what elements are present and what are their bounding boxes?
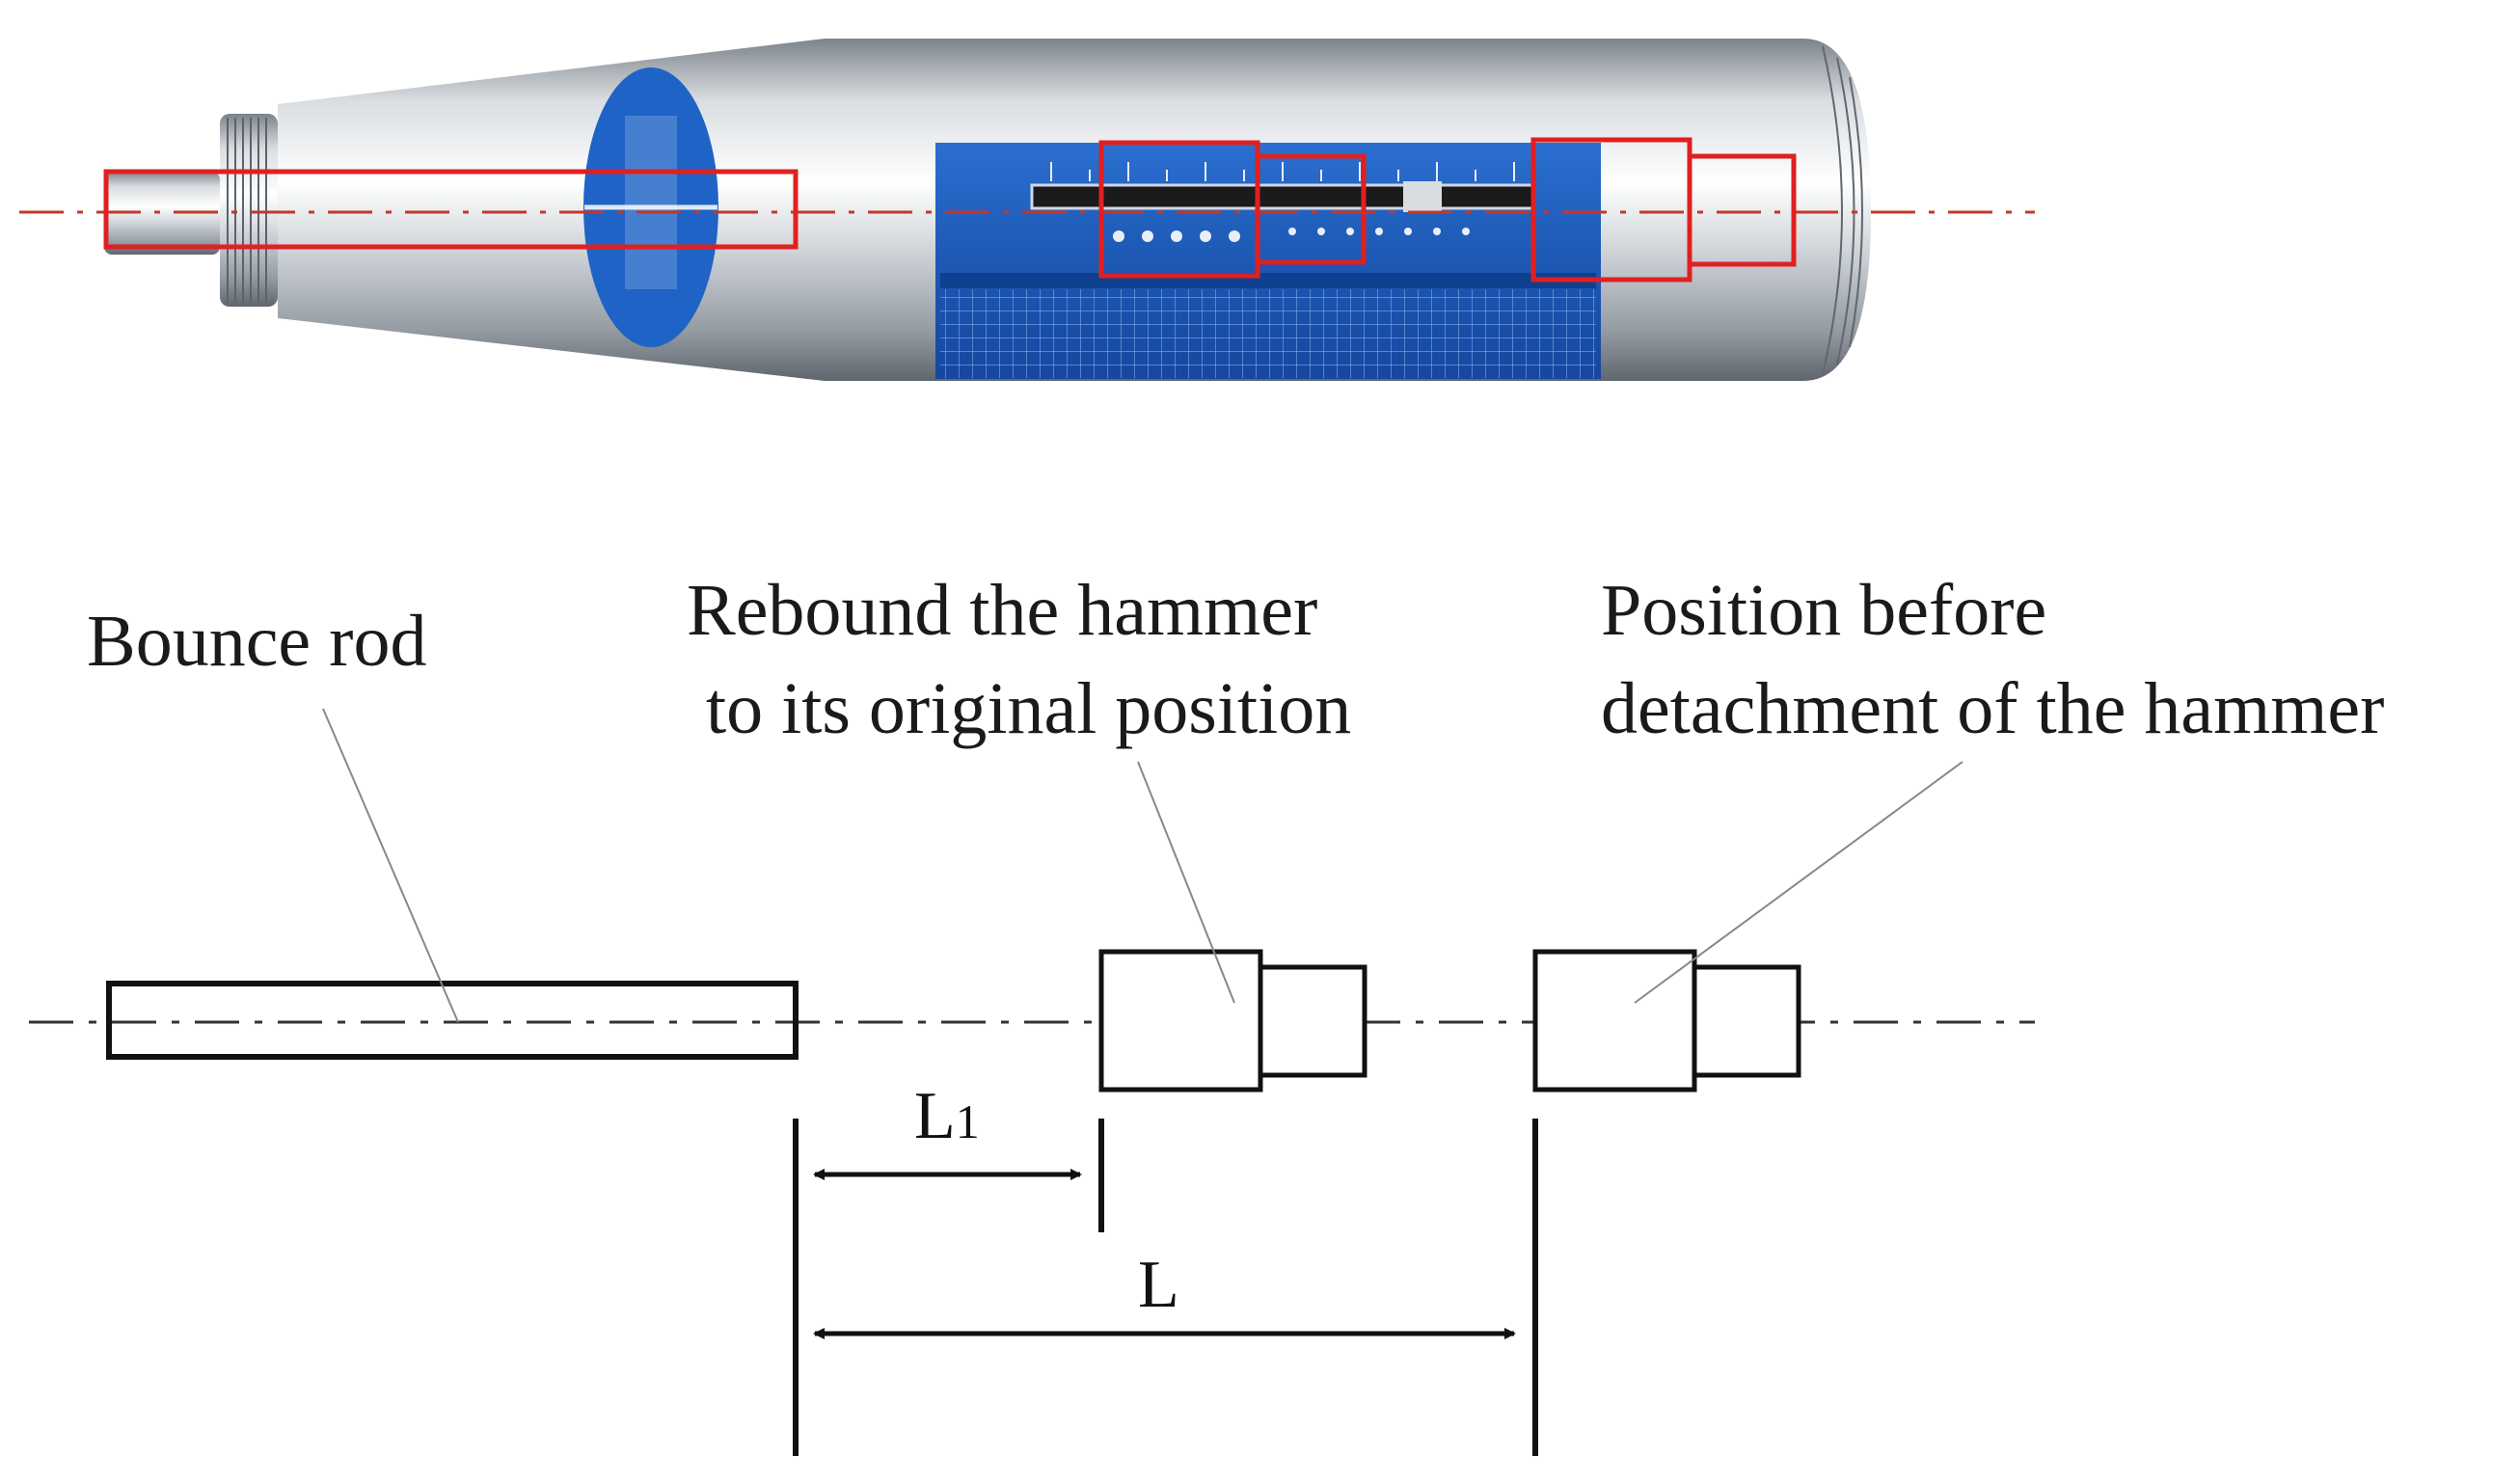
scale-dots xyxy=(1113,228,1470,242)
bounce-rod-shape xyxy=(106,981,799,1060)
rebound-hammer-small xyxy=(1258,964,1367,1078)
highlight-scale-mid xyxy=(1255,153,1367,265)
knurl-lines xyxy=(227,118,267,303)
label-before-line1: Position before xyxy=(1601,570,2046,651)
scale-pointer xyxy=(1403,181,1442,212)
detach-hammer-large xyxy=(1532,949,1697,1093)
scale-window xyxy=(1030,183,1535,210)
highlight-slider-small xyxy=(1687,153,1797,267)
dim-label-l1: L1 xyxy=(914,1079,980,1153)
dim-label-l: L xyxy=(1138,1248,1179,1322)
scale-grid xyxy=(940,289,1596,378)
leader-rebound xyxy=(1137,761,1235,1004)
label-bounce-rod: Bounce rod xyxy=(87,601,426,682)
impact-plunger xyxy=(104,172,220,255)
label-rebound-line1: Rebound the hammer xyxy=(687,570,1317,651)
leader-before xyxy=(1634,761,1963,1004)
highlight-boxes xyxy=(103,137,1797,283)
rebound-hammer-large xyxy=(1098,949,1263,1093)
highlight-bounce-rod xyxy=(103,169,799,250)
scale-ticks xyxy=(1050,162,1515,181)
dim-label-l1-sub: 1 xyxy=(956,1094,980,1148)
detach-hammer-small xyxy=(1692,964,1801,1078)
leader-bounce-rod xyxy=(322,708,459,1023)
label-rebound-line2: to its original position xyxy=(706,668,1351,749)
label-before-line2: detachment of the hammer xyxy=(1601,668,2384,749)
tapered-body xyxy=(278,39,825,381)
hammer-photo xyxy=(19,39,2035,381)
schematic: L1 L Bounce rod Rebound the hammer to it… xyxy=(29,570,2384,1456)
